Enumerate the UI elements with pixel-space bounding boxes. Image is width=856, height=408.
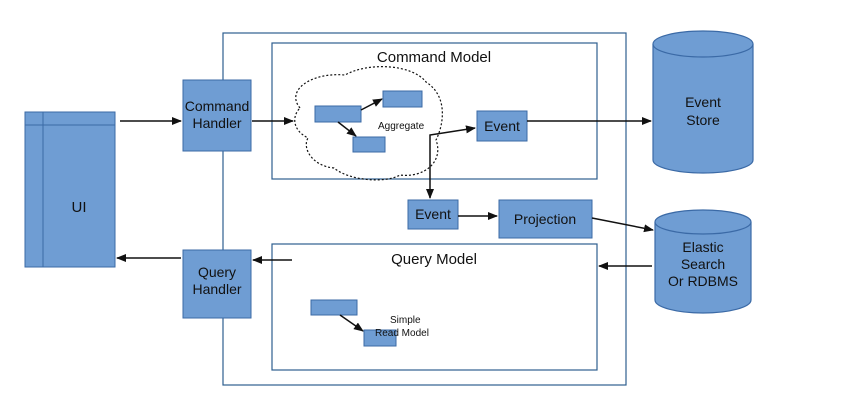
read-model-label-line2: Read Model: [375, 328, 429, 339]
arrow-projection-to-read-store: [591, 217, 654, 233]
aggregate-link-down: [337, 121, 357, 137]
aggregate-link-up: [360, 98, 383, 111]
read-store-label-line2: Search: [681, 256, 725, 272]
command-handler-label-line2: Handler: [192, 115, 241, 131]
event-store-label-line2: Store: [686, 112, 720, 128]
event-store-cylinder: Event Store: [652, 30, 754, 174]
query-handler-box: Query Handler: [182, 249, 252, 319]
service-boundary: [222, 32, 627, 386]
event-store-label-line1: Event: [685, 94, 721, 110]
aggregate-label: Aggregate: [378, 121, 425, 132]
aggregate-entity-1: [314, 105, 362, 123]
aggregate-entity-3: [352, 136, 386, 153]
query-model-frame: [271, 243, 598, 371]
ui-box: UI: [24, 111, 116, 268]
aggregate-entity-2: [382, 90, 423, 108]
event-top-box: Event: [476, 110, 528, 142]
query-model-title: Query Model: [391, 251, 477, 268]
query-handler-label-line2: Handler: [192, 281, 241, 297]
read-model-entity-2: [363, 329, 397, 347]
projection-label: Projection: [514, 211, 576, 227]
command-model-title: Command Model: [377, 49, 491, 66]
arrow-aggregate-to-event: [429, 125, 476, 180]
read-store-label-line3: Or RDBMS: [668, 273, 738, 289]
command-handler-label-line1: Command: [185, 98, 250, 114]
ui-label: UI: [72, 199, 87, 216]
read-model-entity-1: [310, 299, 358, 316]
read-model-link: [339, 314, 364, 332]
aggregate-boundary: [294, 66, 443, 181]
read-model-label-line1: Simple: [390, 315, 421, 326]
read-store-cylinder: Elastic Search Or RDBMS: [654, 209, 752, 314]
event-mid-label: Event: [415, 206, 451, 222]
query-handler-label-line1: Query: [198, 264, 236, 280]
command-model-frame: [271, 42, 598, 180]
projection-box: Projection: [498, 199, 593, 239]
event-mid-box: Event: [407, 199, 459, 230]
event-top-label: Event: [484, 118, 520, 134]
command-handler-box: Command Handler: [182, 79, 252, 152]
read-store-label-line1: Elastic: [682, 239, 723, 255]
